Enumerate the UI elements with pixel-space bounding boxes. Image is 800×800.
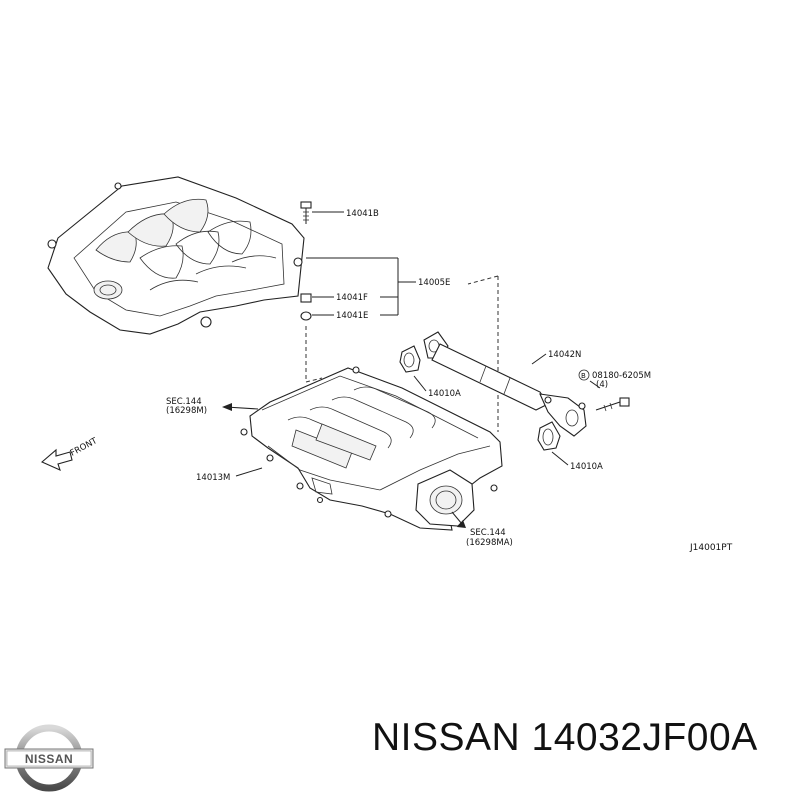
label-14010a-top: 14010A (428, 389, 461, 399)
label-front: FRONT (69, 436, 100, 459)
label-sec144-left-1: SEC.144 (166, 397, 202, 407)
intake-manifold (240, 366, 503, 531)
label-bolt-qty: (4) (596, 380, 608, 390)
bolt-08180-6205m (595, 397, 630, 412)
section-arrows (222, 403, 466, 528)
bolt-marker-circle (578, 369, 590, 381)
label-bolt-code: 08180-6205M (592, 371, 651, 381)
bolt-marker-letter: B (581, 372, 586, 380)
tube-14042n (423, 331, 587, 437)
cover-fasteners (300, 201, 312, 321)
engine-cover (47, 176, 305, 335)
label-14042n: 14042N (548, 350, 581, 360)
front-arrow-icon (40, 448, 73, 472)
label-14010a-bottom: 14010A (570, 462, 603, 472)
leader-lines (235, 211, 601, 477)
label-14005e: 14005E (418, 278, 450, 288)
part-number-caption: NISSAN 14032JF00A (372, 716, 758, 759)
label-14013m: 14013M (196, 473, 230, 483)
label-14041e: 14041E (336, 311, 368, 321)
label-sec144-bottom-2: (16298MA) (466, 538, 513, 548)
label-14041f: 14041F (336, 293, 368, 303)
figure-code: J14001PT (689, 543, 733, 553)
gasket-14010a-top (399, 345, 421, 373)
logo-text: NISSAN (25, 752, 73, 766)
label-sec144-left-2: (16298M) (166, 406, 207, 416)
label-14041b: 14041B (346, 209, 379, 219)
nissan-logo: NISSAN (4, 724, 94, 792)
gasket-14010a-bottom (537, 421, 561, 451)
label-sec144-bottom-1: SEC.144 (470, 528, 506, 538)
